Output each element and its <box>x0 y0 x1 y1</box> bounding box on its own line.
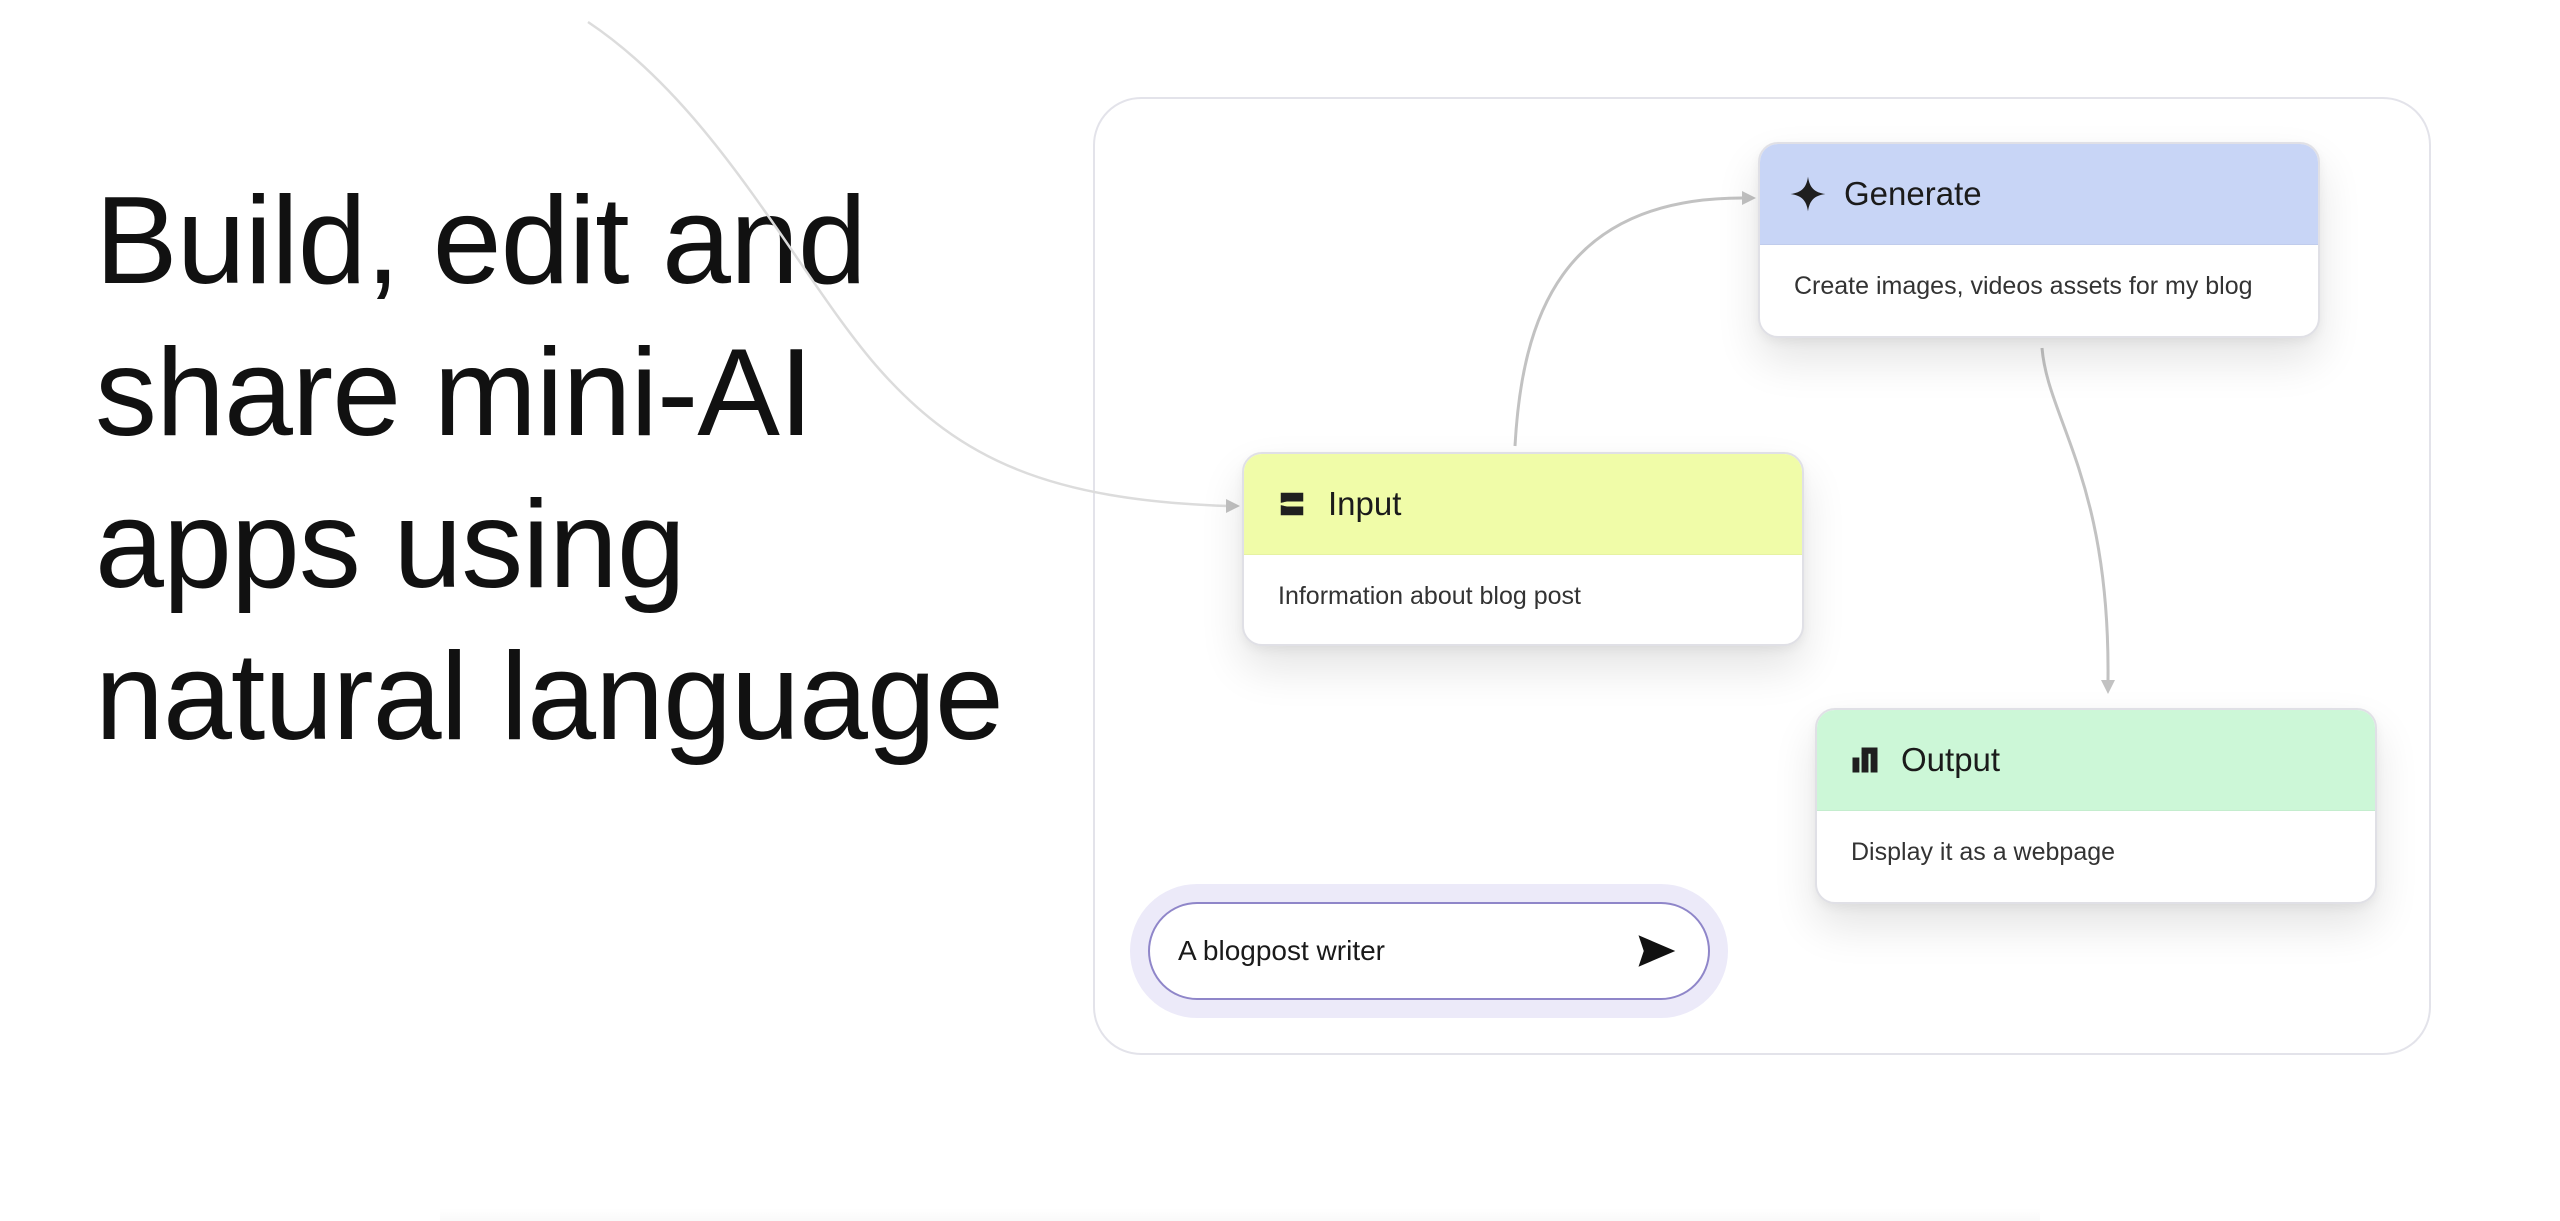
prompt-input[interactable]: A blogpost writer <box>1148 902 1710 1000</box>
headline-line: apps using <box>95 476 686 614</box>
headline: Build, edit and share mini-AI apps using… <box>95 165 1075 773</box>
bottom-edge-shadow <box>440 1208 2040 1221</box>
input-node-description: Information about blog post <box>1278 582 1581 610</box>
output-node-description: Display it as a webpage <box>1851 838 2116 866</box>
output-node[interactable]: Output Display it as a webpage <box>1815 708 2377 904</box>
input-node[interactable]: Input Information about blog post <box>1242 452 1804 646</box>
input-node-header: Input <box>1244 454 1802 555</box>
headline-line: share mini-AI <box>95 324 813 462</box>
send-button[interactable] <box>1630 925 1682 977</box>
headline-line: natural language <box>95 628 1004 766</box>
headline-line: Build, edit and <box>95 172 867 310</box>
output-node-header: Output <box>1817 710 2375 811</box>
prompt-container: A blogpost writer <box>1130 884 1728 1018</box>
prompt-input-value[interactable]: A blogpost writer <box>1178 935 1385 966</box>
input-node-title: Input <box>1328 485 1402 522</box>
input-icon <box>1270 482 1314 526</box>
output-node-title: Output <box>1901 741 2001 778</box>
output-icon <box>1843 738 1887 782</box>
generate-node-description: Create images, videos assets for my blog <box>1794 272 2253 300</box>
generate-node[interactable]: Generate Create images, videos assets fo… <box>1758 142 2320 338</box>
send-icon <box>1638 935 1676 967</box>
generate-node-title: Generate <box>1844 175 1982 212</box>
sparkle-icon <box>1786 172 1830 216</box>
generate-node-header: Generate <box>1760 144 2318 245</box>
